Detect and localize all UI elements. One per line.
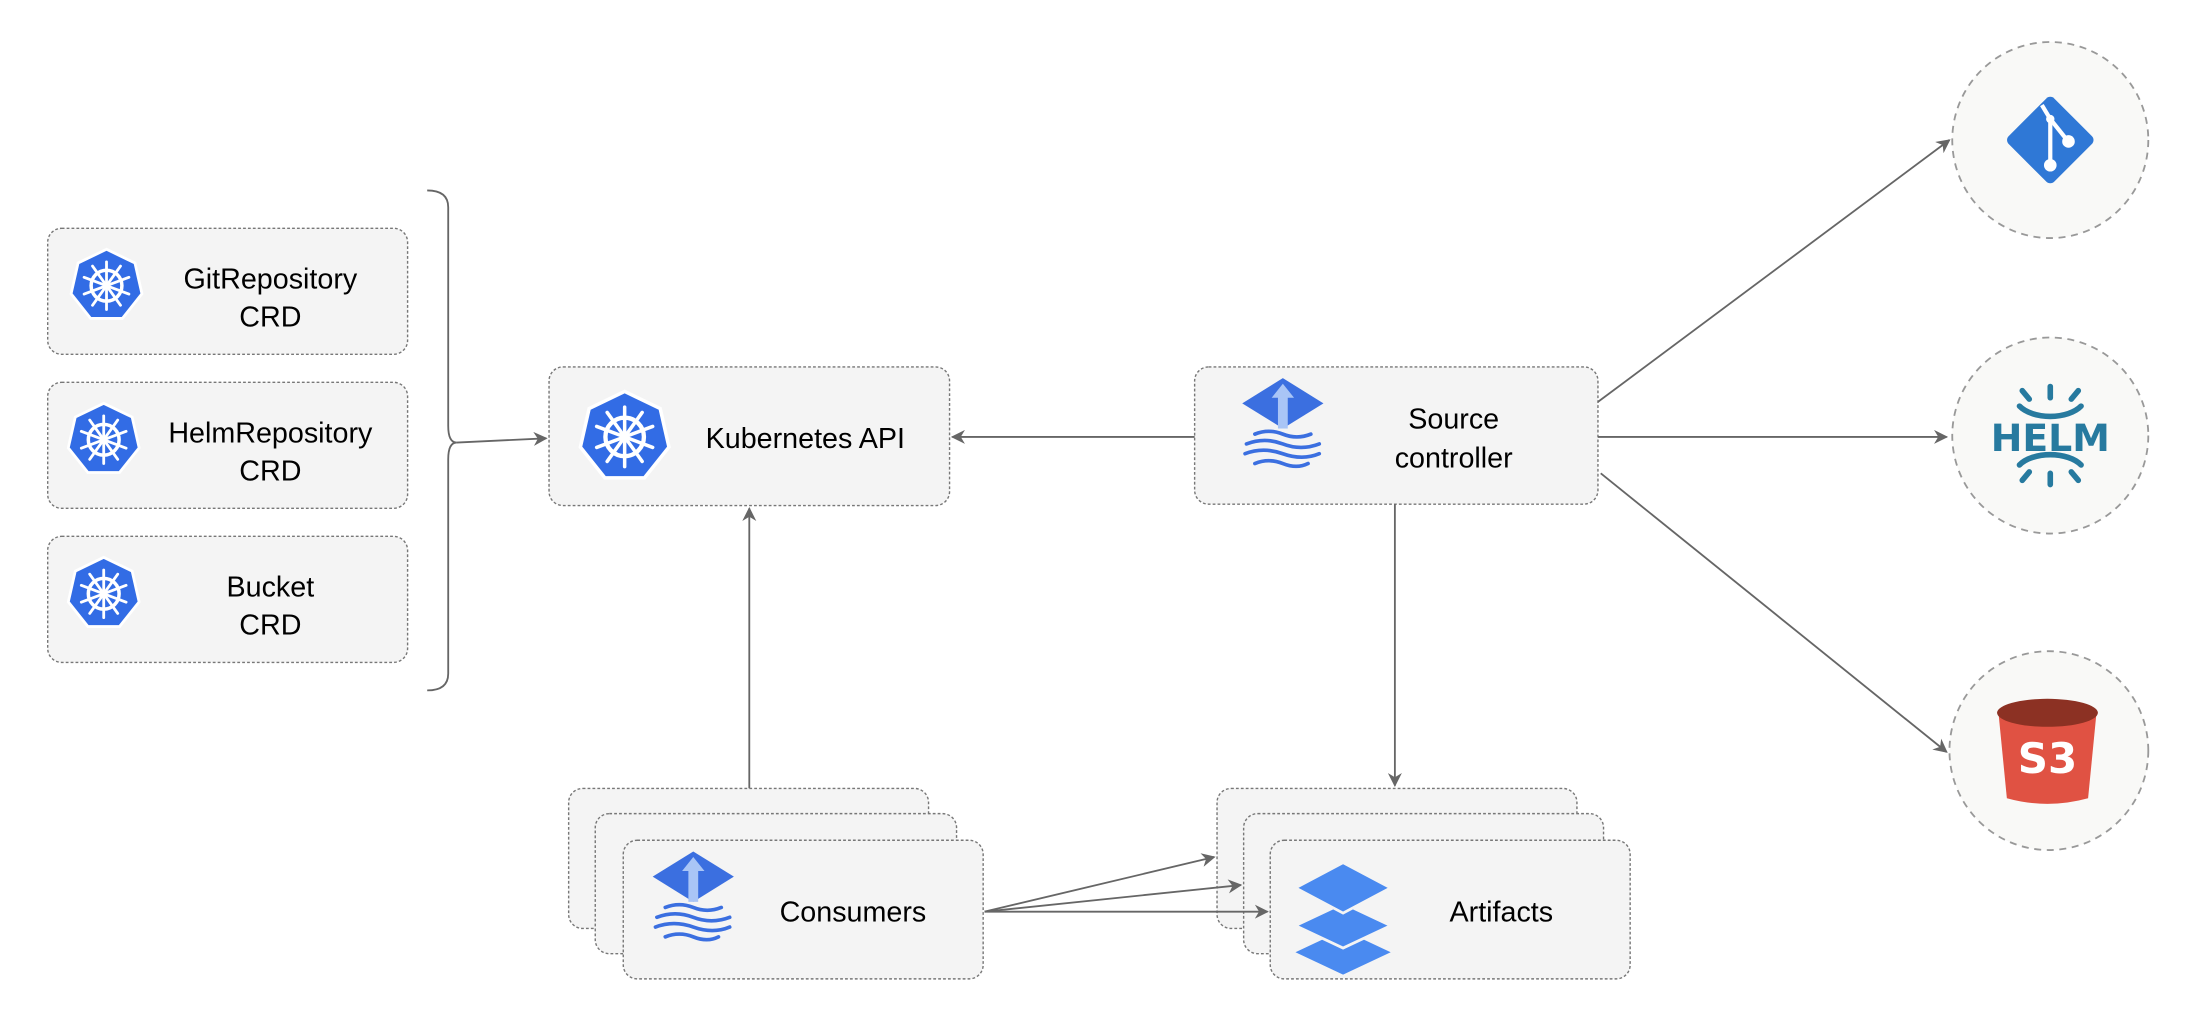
s3-logo-text: S3 <box>2018 734 2077 783</box>
arrow-consumers-to-artifact <box>984 879 1243 913</box>
arrow-controller-to-git <box>1597 139 1951 403</box>
helm-source[interactable]: HELM <box>1951 336 2150 535</box>
crd-gitrepository[interactable]: GitRepository CRD <box>46 227 409 356</box>
arrow-controller-to-s3 <box>1600 472 1948 753</box>
arrow-consumers-to-artifact <box>984 853 1216 913</box>
source-controller-node[interactable]: Source controller <box>1193 366 1599 505</box>
layers-icon <box>1292 861 1394 975</box>
kubernetes-api-node[interactable]: Kubernetes API <box>548 366 951 507</box>
crd-group-bracket <box>427 189 457 692</box>
s3-source[interactable]: S3 <box>1948 650 2150 851</box>
crd-name: GitRepository <box>183 263 357 295</box>
crd-name: Bucket <box>227 572 315 604</box>
crd-helmrepository[interactable]: HelmRepository CRD <box>46 381 409 510</box>
git-source[interactable] <box>1951 41 2150 239</box>
artifacts-label: Artifacts <box>1450 896 1554 928</box>
crd-kind: CRD <box>239 301 301 333</box>
source-controller-label-line2: controller <box>1395 443 1513 475</box>
s3-bucket-icon <box>1997 698 2098 804</box>
helm-logo-text: HELM <box>1991 416 2110 460</box>
consumers-label: Consumers <box>780 896 927 928</box>
crd-kind: CRD <box>239 609 301 641</box>
consumers-node[interactable]: Consumers <box>567 787 984 980</box>
kubernetes-api-label: Kubernetes API <box>706 423 905 455</box>
artifacts-node[interactable]: Artifacts <box>1216 787 1631 980</box>
crd-name: HelmRepository <box>168 418 373 450</box>
helm-icon <box>2016 383 2084 488</box>
arrow-crds-to-api <box>456 431 548 446</box>
git-icon <box>2007 96 2094 184</box>
crd-bucket[interactable]: Bucket CRD <box>46 535 409 664</box>
source-controller-label-line1: Source <box>1408 404 1499 436</box>
crd-kind: CRD <box>239 455 301 487</box>
